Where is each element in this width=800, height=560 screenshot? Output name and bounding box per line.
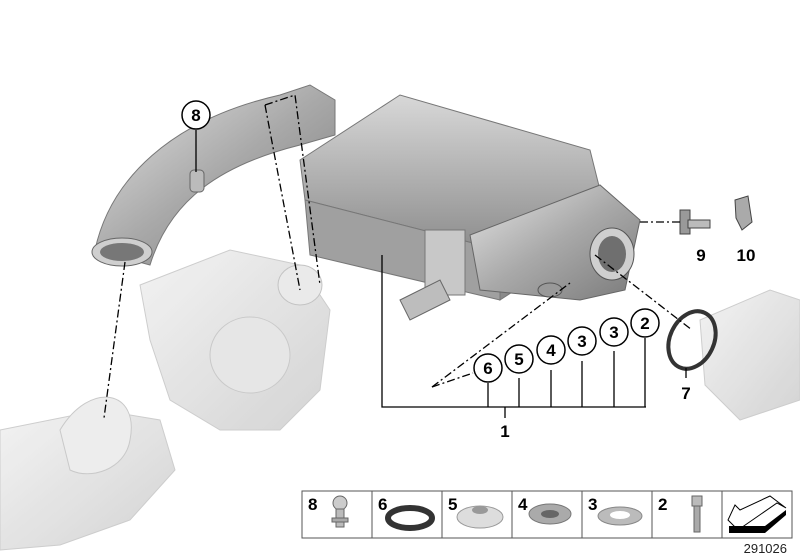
callout-2: 2 <box>630 308 660 338</box>
seal-ring-part-7 <box>666 309 718 371</box>
parts-legend: 8 6 5 4 3 2 <box>301 490 793 539</box>
reference-number: 291026 <box>744 541 787 556</box>
legend-item-4: 4 <box>518 495 572 525</box>
svg-text:6: 6 <box>483 359 492 378</box>
callout-8: 8 <box>181 100 211 130</box>
legend-item-6: 6 <box>378 495 435 531</box>
legend-item-8: 8 <box>308 495 349 528</box>
callout-3a: 3 <box>567 326 597 356</box>
callout-6: 6 <box>473 353 503 383</box>
callout-1: 1 <box>500 422 509 441</box>
svg-text:4: 4 <box>546 341 556 360</box>
svg-text:3: 3 <box>588 495 597 514</box>
legend-item-2: 2 <box>658 495 703 533</box>
turbocharger-ghost <box>0 249 800 551</box>
leader-lines <box>103 94 693 419</box>
callout-10: 10 <box>737 246 756 265</box>
callout-4: 4 <box>536 335 566 365</box>
svg-text:4: 4 <box>518 495 528 514</box>
svg-text:3: 3 <box>577 332 586 351</box>
callout-9: 9 <box>696 246 705 265</box>
callout-7: 7 <box>681 384 690 403</box>
charge-air-pipe <box>91 84 336 267</box>
callout-3b: 3 <box>599 317 629 347</box>
legend-item-3: 3 <box>588 495 643 526</box>
arrow-symbol-icon <box>727 495 787 533</box>
callout-5: 5 <box>504 344 534 374</box>
svg-text:3: 3 <box>609 323 618 342</box>
svg-text:5: 5 <box>448 495 457 514</box>
legend-item-5: 5 <box>448 495 504 529</box>
svg-text:6: 6 <box>378 495 387 514</box>
svg-text:8: 8 <box>191 106 200 125</box>
svg-text:2: 2 <box>640 314 649 333</box>
svg-text:8: 8 <box>308 495 317 514</box>
intercooler <box>299 94 641 321</box>
clip-part-10 <box>734 195 753 231</box>
svg-text:5: 5 <box>514 350 523 369</box>
svg-text:2: 2 <box>658 495 667 514</box>
sensor-part-9 <box>679 209 711 235</box>
